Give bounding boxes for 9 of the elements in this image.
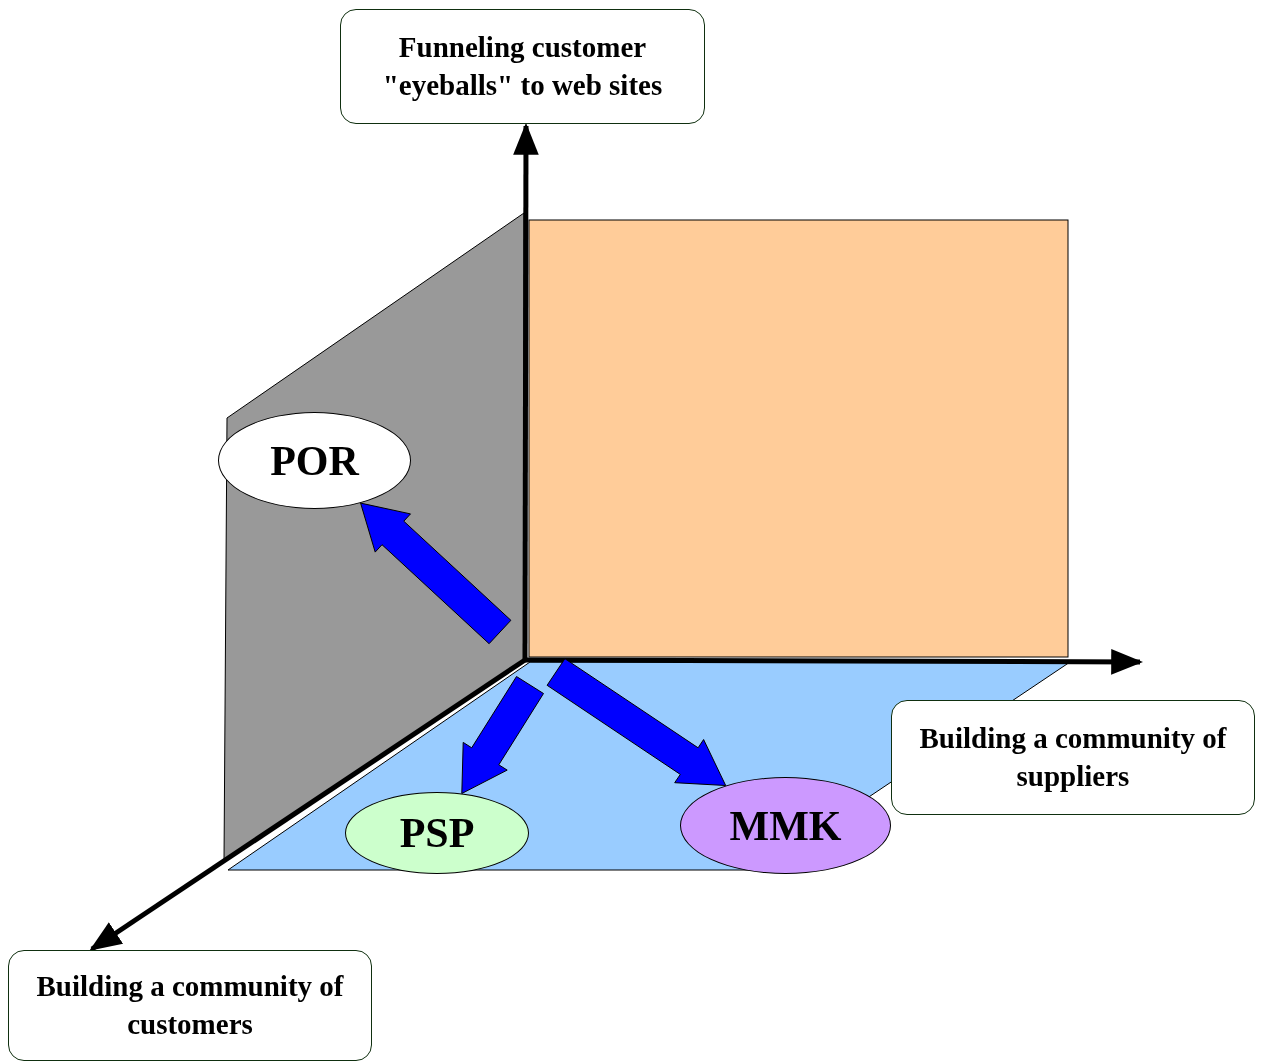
text-box: Funneling customer "eyeballs" to web sites (340, 9, 705, 124)
text-box: Building a community of customers (8, 950, 372, 1061)
block-arrow (461, 676, 544, 794)
axis-arrow (89, 657, 527, 952)
block-arrow (546, 658, 727, 786)
axis-arrow (525, 649, 1144, 675)
axis-arrow (513, 122, 539, 660)
block-arrow (360, 502, 512, 645)
text-box: Building a community of suppliers (891, 700, 1255, 815)
